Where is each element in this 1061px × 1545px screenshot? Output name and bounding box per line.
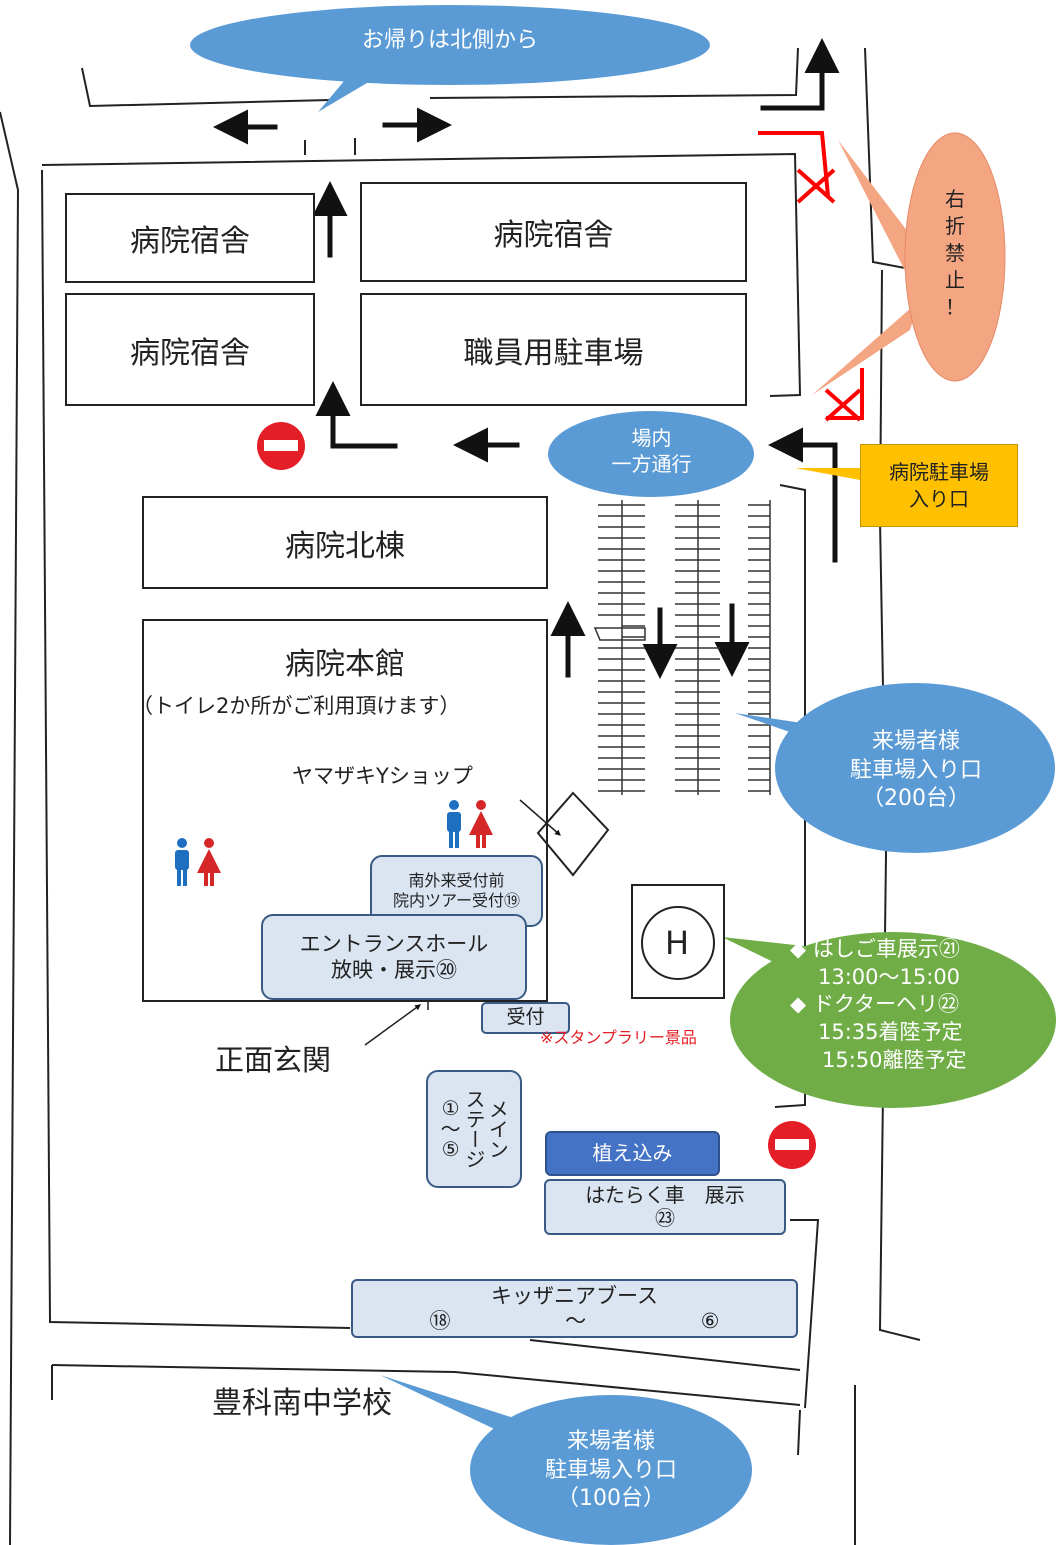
booth-label: ～ [565,1308,587,1333]
school-label: 豊科南中学校 [212,1386,392,1421]
main-building: 病院本館 [142,619,548,1002]
building-label: 病院宿舎 [493,218,614,253]
callout-char: 右 [945,187,965,211]
callout-line: ◆ はしご車展示㉑ [790,937,960,961]
heliport-icon [631,884,725,999]
booth-label: ステージ [462,1089,486,1169]
callout-line: （100台） [557,1486,665,1512]
callout-line: 駐車場入り口 [849,757,982,783]
dorm-building: 病院宿舎 [360,182,747,282]
booth-label: 南外来受付前 [408,871,505,890]
booth-label: ～ [440,1116,461,1141]
no-right-turn-marks [758,131,864,422]
heli-callout: ◆ はしご車展示㉑ 13:00～15:00 ◆ ドクターヘリ㉒ 15:35着陸予… [790,936,1000,1075]
booth-label: 院内ツアー受付⑲ [392,891,521,910]
dorm-building: 病院宿舎 [65,293,315,406]
vehicles-booth: はたらく車 展示 ㉓ [544,1179,786,1235]
booth-label: ⑤ [441,1137,460,1162]
booth-label: ㉓ [655,1206,675,1230]
callout-line: 13:00～15:00 [818,964,961,989]
booth-label: 放映・展示⑳ [331,958,457,982]
callout-line: 病院駐車場 [889,459,989,484]
toilet-note: （トイレ2か所がご利用頂けます） [132,694,461,718]
planting-area: 植え込み [545,1131,720,1176]
restroom-icon [175,838,221,886]
staff-parking: 職員用駐車場 [360,293,747,406]
visitor-parking-100-callout: 来場者様 駐車場入り口 （100台） [470,1428,752,1514]
one-way-arrow-icon [213,38,840,679]
one-way-callout: 場内 一方通行 [550,425,753,477]
no-entry-sign-icon [257,422,305,470]
stamp-rally-note: ※スタンプラリー景品 [540,1028,697,1047]
reception-booth: 受付 [481,1002,570,1034]
kidzania-booth: キッザニアブース ⑱ ～ ⑥ [351,1279,798,1338]
building-label: 職員用駐車場 [463,335,644,371]
booth-label: ⑥ [700,1308,720,1333]
callout-char: 禁 [945,241,965,265]
booth-label: メイン [485,1099,510,1159]
main-entrance-label: 正面玄関 [215,1043,332,1077]
main-stage-booth: メイン ステージ ① ～ ⑤ [426,1070,522,1188]
callout-line: ◆ ドクターヘリ㉒ [790,992,959,1017]
booth-label: はたらく車 展示 [585,1183,745,1207]
road-lines [0,47,921,1545]
booth-label: 植え込み [592,1141,673,1165]
callout-char: ！ [945,295,965,319]
booth-label: キッザニアブース [491,1284,658,1309]
callout-line: （200台） [862,786,970,812]
no-entry-sign-icon [768,1121,816,1169]
callout-line: 一方通行 [611,452,692,476]
entrance-hall-booth: エントランスホール 放映・展示⑳ [261,914,527,1000]
callout-line: 入り口 [909,486,969,511]
building-label: 病院本館 [285,647,405,682]
building-label: 病院北棟 [285,528,405,564]
shop-label: ヤマザキYショップ [292,764,473,788]
exit-north-callout: お帰りは北側から [361,28,538,53]
no-right-turn-callout: 右 折 禁 止 ！ [930,186,980,321]
callout-line: 15:50離陸予定 [822,1047,967,1072]
booth-label: ⑱ [429,1308,451,1333]
callout-line: 来場者様 [871,729,960,754]
dorm-building: 病院宿舎 [65,193,315,283]
callout-shapes [190,5,1056,1545]
booth-label: ① [441,1096,460,1121]
restroom-icon [447,800,493,848]
building-label: 病院宿舎 [130,335,250,371]
heliport-label: H [665,924,690,962]
booth-label: 受付 [506,1006,545,1029]
callout-char: 折 [945,214,965,238]
callout-line: 場内 [631,426,672,450]
visitor-parking-200-callout: 来場者様 駐車場入り口 （200台） [776,728,1056,814]
north-wing: 病院北棟 [142,496,548,589]
hospital-parking-entrance-callout: 病院駐車場 入り口 [860,444,1018,527]
shop-marker [519,791,610,877]
callout-line: 15:35着陸予定 [818,1020,963,1045]
callout-line: 来場者様 [566,1429,655,1454]
entrance-pointer [364,1004,421,1046]
callout-char: 止 [945,268,965,292]
callout-line: 駐車場入り口 [544,1457,677,1483]
building-label: 病院宿舎 [130,224,250,259]
parking-stalls [593,500,771,795]
booth-label: エントランスホール [299,931,489,956]
